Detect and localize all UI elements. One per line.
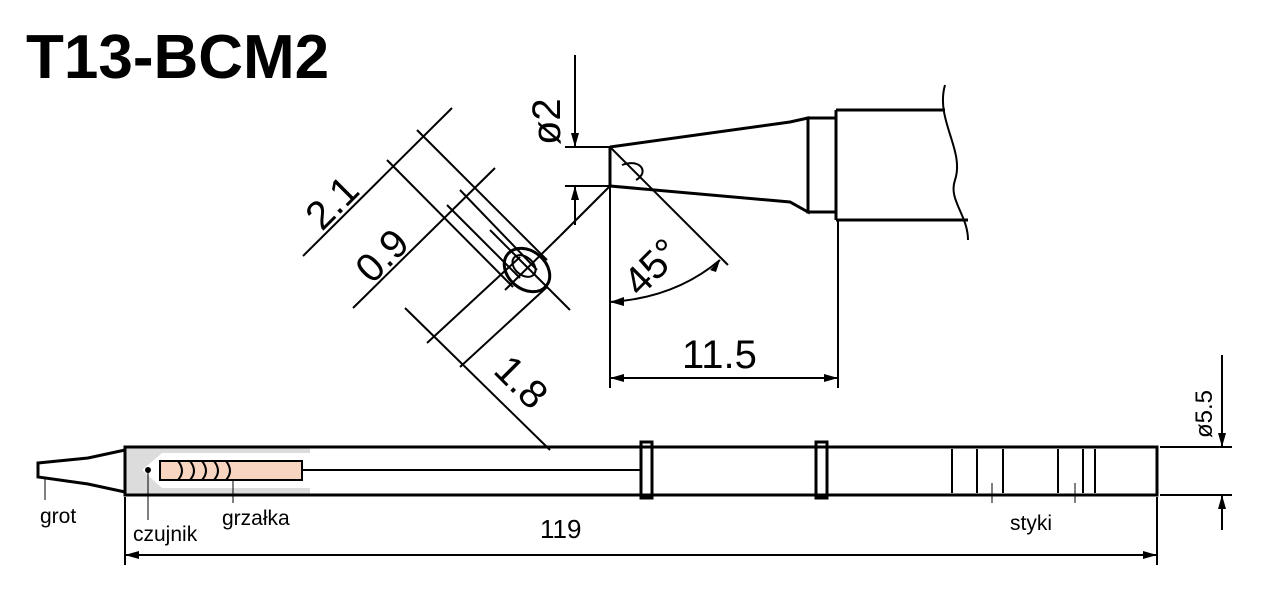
label-sensor: czujnik [133,523,198,546]
label-heater: grzałka [222,507,290,530]
width-2-1-label: 2.1 [297,168,367,238]
length-11-5-label: 11.5 [682,333,757,377]
tip-diameter-label: ø2 [525,98,569,145]
body-diameter-label: ø5.5 [1191,390,1218,438]
tip-detail: 45° ø2 11.5 2.1 0.9 1.8 [297,55,969,451]
label-contacts: styki [1010,512,1052,535]
total-length-label: 119 [540,514,581,544]
title: T13-BCM2 [26,23,329,92]
width-1-8-label: 1.8 [486,347,556,417]
full-tip-view: grot czujnik grzałka styki 119 ø5.5 [36,355,1232,565]
label-tip: grot [40,505,76,528]
width-0-9-label: 0.9 [347,221,417,291]
angle-label: 45° [615,230,689,304]
